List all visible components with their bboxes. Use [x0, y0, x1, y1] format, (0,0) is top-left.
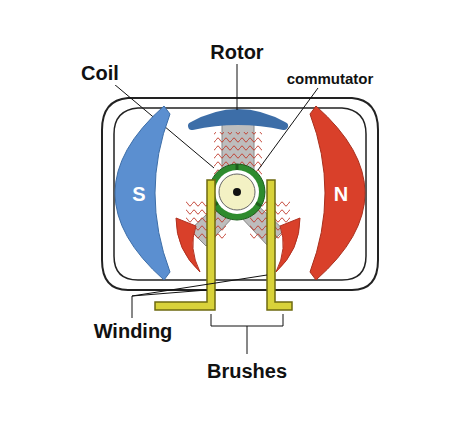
- leader-line: [132, 275, 267, 296]
- commutator-split: [236, 164, 239, 170]
- leader-line: [132, 296, 133, 318]
- magnet-outline: [115, 106, 170, 280]
- leader-line: [237, 64, 238, 110]
- rotor-pole-shoe: [276, 218, 300, 272]
- leader-line: [132, 290, 207, 296]
- part-label: Rotor: [208, 41, 265, 64]
- pole-label: S: [132, 183, 145, 206]
- part-label: Brushes: [205, 360, 289, 383]
- commutator-gap: [215, 170, 259, 214]
- magnet-outline: [310, 106, 365, 280]
- commutator-ring: [209, 164, 265, 220]
- part-label: Coil: [79, 62, 121, 85]
- rotor-pole-shoe: [176, 218, 200, 272]
- magnet: S: [104, 104, 174, 284]
- rotor-pole-shoe: [192, 113, 284, 126]
- pole-label: N: [334, 183, 348, 206]
- shaft: [219, 174, 255, 210]
- part-label: commutator: [285, 70, 376, 87]
- part-label: Winding: [92, 320, 175, 343]
- brush: [267, 180, 292, 310]
- leader-line: [258, 88, 318, 170]
- commutator-split: [256, 203, 261, 206]
- shaft-center: [233, 188, 241, 196]
- motor-housing: [102, 98, 378, 290]
- magnet: N: [306, 104, 376, 284]
- bracket: [211, 314, 283, 354]
